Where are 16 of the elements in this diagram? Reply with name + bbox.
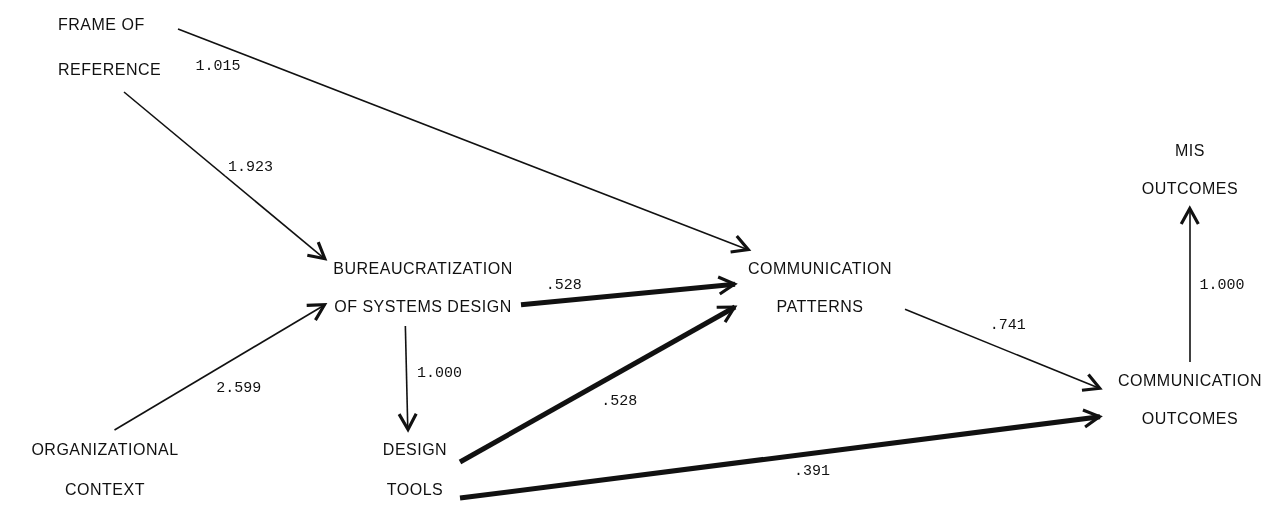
node-label: BUREAUCRATIZATION OF SYSTEMS DESIGN (325, 250, 521, 326)
node-label: DESIGN TOOLS (370, 430, 460, 510)
arrow (904, 308, 1101, 392)
node-label: ORGANIZATIONAL CONTEXT (10, 430, 200, 510)
arrow (177, 28, 750, 253)
node-label: COMMUNICATION OUTCOMES (1100, 362, 1280, 438)
node-label: COMMUNICATION PATTERNS (735, 250, 905, 326)
arrow (458, 304, 737, 465)
arrow (1180, 207, 1200, 363)
arrow (520, 276, 736, 308)
arrow (113, 303, 326, 431)
node-label: MIS OUTCOMES (1135, 132, 1245, 208)
arrow (459, 409, 1101, 501)
arrow (398, 325, 417, 431)
node-label: FRAME OF REFERENCE (58, 2, 178, 92)
arrow (123, 91, 326, 260)
